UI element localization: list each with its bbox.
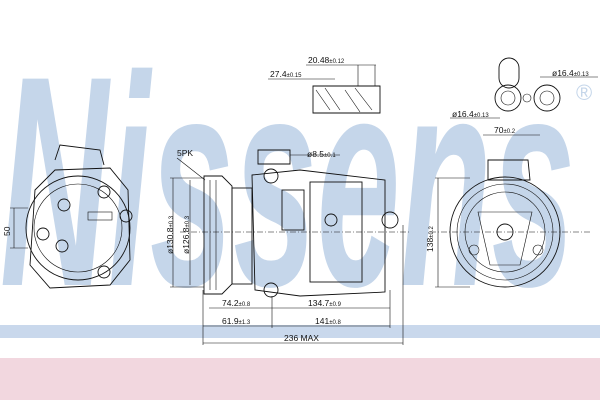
pulley-inner-dim: ø126.8±0.3	[181, 215, 191, 254]
port-detail: 20.48±0.12 27.4±0.15	[268, 55, 381, 114]
main-view: 5PK ø8.5±0.1 ø130.8±0.3 ø126.8±0.3 74.2±…	[165, 148, 410, 345]
side-height-label: 50	[2, 226, 12, 236]
length-b-dim: 134.7±0.9	[308, 298, 342, 308]
front-height-dim: 138±0.2	[425, 226, 435, 252]
mount-hole-dim: ø8.5±0.1	[307, 149, 336, 159]
fitting-dia-right: ø16.4±0.13	[552, 68, 589, 78]
fittings-detail: ø16.4±0.13 ø16.4±0.13	[450, 57, 598, 119]
belt-label: 5PK	[177, 148, 193, 158]
length-c-dim: 61.9±1.3	[222, 316, 251, 326]
pink-band	[0, 358, 600, 400]
port-offset-dim: 27.4±0.15	[270, 69, 302, 79]
port-width-dim: 20.48±0.12	[308, 55, 345, 65]
length-d-dim: 141±0.8	[315, 316, 341, 326]
length-a-dim: 74.2±0.8	[222, 298, 251, 308]
blue-band	[0, 325, 600, 338]
front-view: 70±0.2 138±0.2	[425, 125, 590, 288]
overall-length-dim: 236 MAX	[284, 333, 319, 343]
registered-mark: ®	[576, 80, 592, 105]
front-width-dim: 70±0.2	[494, 125, 516, 135]
brand-watermark: Nissens	[0, 13, 575, 349]
side-view: 50	[2, 144, 133, 289]
fitting-dia-left: ø16.4±0.13	[452, 109, 489, 119]
pulley-outer-dim: ø130.8±0.3	[165, 215, 175, 254]
